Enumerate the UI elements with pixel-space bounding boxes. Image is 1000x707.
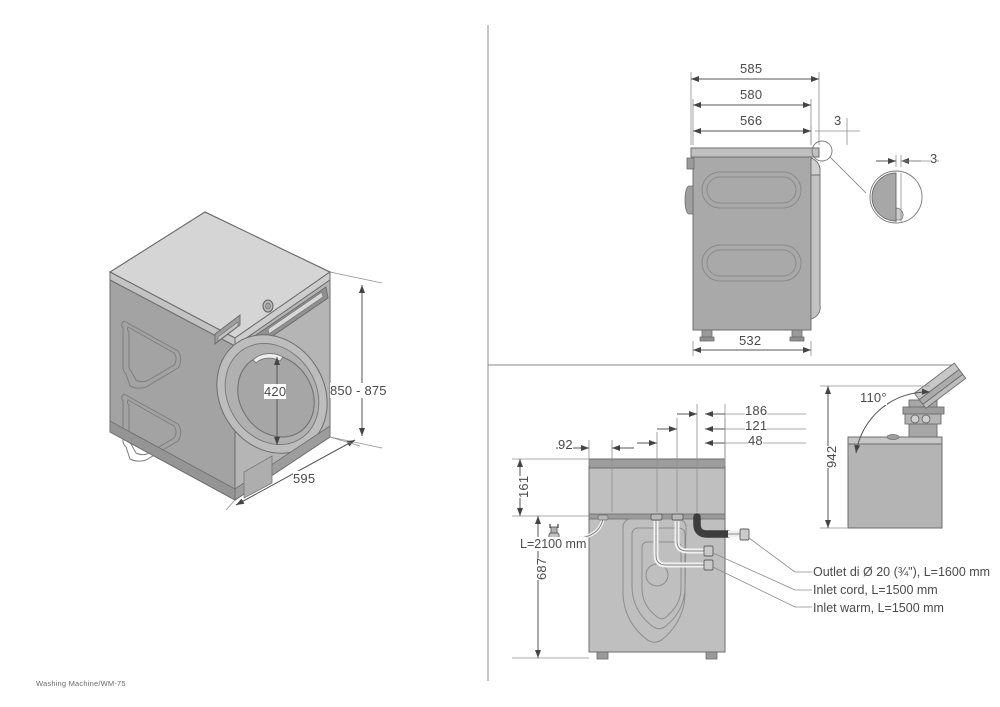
inlet-warm-coupling bbox=[703, 559, 714, 571]
sheet-caption: Washing Machine/WM-75 bbox=[36, 679, 126, 688]
open-cabinet-body bbox=[847, 442, 943, 529]
dim-detail-thickness-3: 3 bbox=[930, 151, 938, 166]
label-cord-length: L=2100 mm bbox=[520, 537, 587, 551]
iso-display-strip bbox=[267, 291, 324, 335]
dim-side-width-580: 580 bbox=[740, 87, 763, 102]
dim-open-angle-110: 110° bbox=[860, 390, 887, 405]
dim-iso-depth: 595 bbox=[293, 471, 316, 486]
dim-iso-door-diameter: 420 bbox=[264, 384, 287, 399]
dim-rear-inlet-cold-121: 121 bbox=[745, 418, 768, 433]
side-foot-left bbox=[701, 329, 713, 338]
callout-inlet-cord: Inlet cord, L=1500 mm bbox=[813, 583, 938, 597]
door-open-view bbox=[820, 362, 967, 529]
dim-iso-height: 850 - 875 bbox=[330, 383, 387, 398]
side-dimension-lines bbox=[690, 72, 860, 356]
isometric-view bbox=[109, 211, 383, 511]
open-angle-arc bbox=[854, 388, 931, 454]
inlet-cord-port bbox=[671, 513, 684, 521]
side-top-lid bbox=[690, 147, 820, 158]
dim-rear-top-161: 161 bbox=[516, 475, 531, 498]
side-door-edge bbox=[810, 174, 821, 320]
iso-door-handle bbox=[252, 353, 284, 364]
dim-rear-outlet-186: 186 bbox=[745, 403, 768, 418]
side-hinge-mid bbox=[684, 185, 694, 215]
side-hinge-top bbox=[686, 157, 695, 170]
inlet-cord-coupling bbox=[703, 545, 714, 557]
open-hinge-pin-right bbox=[921, 414, 931, 424]
dim-rear-floor-687: 687 bbox=[534, 557, 549, 580]
rear-foot-left bbox=[596, 651, 609, 660]
dim-side-foot-span-532: 532 bbox=[739, 333, 762, 348]
side-vents bbox=[701, 171, 802, 282]
side-foot-right bbox=[791, 329, 803, 338]
dim-rear-inlet-warm-48: 48 bbox=[748, 433, 763, 448]
rear-hoses bbox=[650, 513, 750, 571]
inlet-warm-port bbox=[650, 513, 663, 521]
iso-side-vents bbox=[121, 320, 182, 462]
dim-side-width-566: 566 bbox=[740, 113, 763, 128]
dim-side-width-585: 585 bbox=[740, 61, 763, 76]
side-view bbox=[684, 72, 939, 356]
callout-inlet-warm: Inlet warm, L=1500 mm bbox=[813, 601, 944, 615]
open-latch bbox=[886, 434, 900, 440]
detail-wall-section bbox=[871, 172, 897, 222]
layout-dividers bbox=[487, 25, 956, 681]
dim-open-height-942: 942 bbox=[824, 445, 839, 468]
side-detail-callout bbox=[811, 140, 939, 224]
outlet-hose bbox=[693, 513, 732, 538]
callout-outlet: Outlet di Ø 20 (¾"), L=1600 mm bbox=[813, 565, 991, 579]
rear-foot-right bbox=[705, 651, 718, 660]
detail-magnified-circle bbox=[869, 170, 923, 224]
outlet-coupling bbox=[739, 528, 750, 541]
rear-callout-leaders bbox=[712, 537, 812, 608]
dim-side-offset-3: 3 bbox=[834, 113, 842, 128]
side-body bbox=[692, 154, 812, 331]
dim-rear-cord-92: 92 bbox=[558, 437, 573, 452]
open-hinge-pin-left bbox=[910, 414, 920, 424]
detail-source-circle bbox=[811, 140, 833, 162]
